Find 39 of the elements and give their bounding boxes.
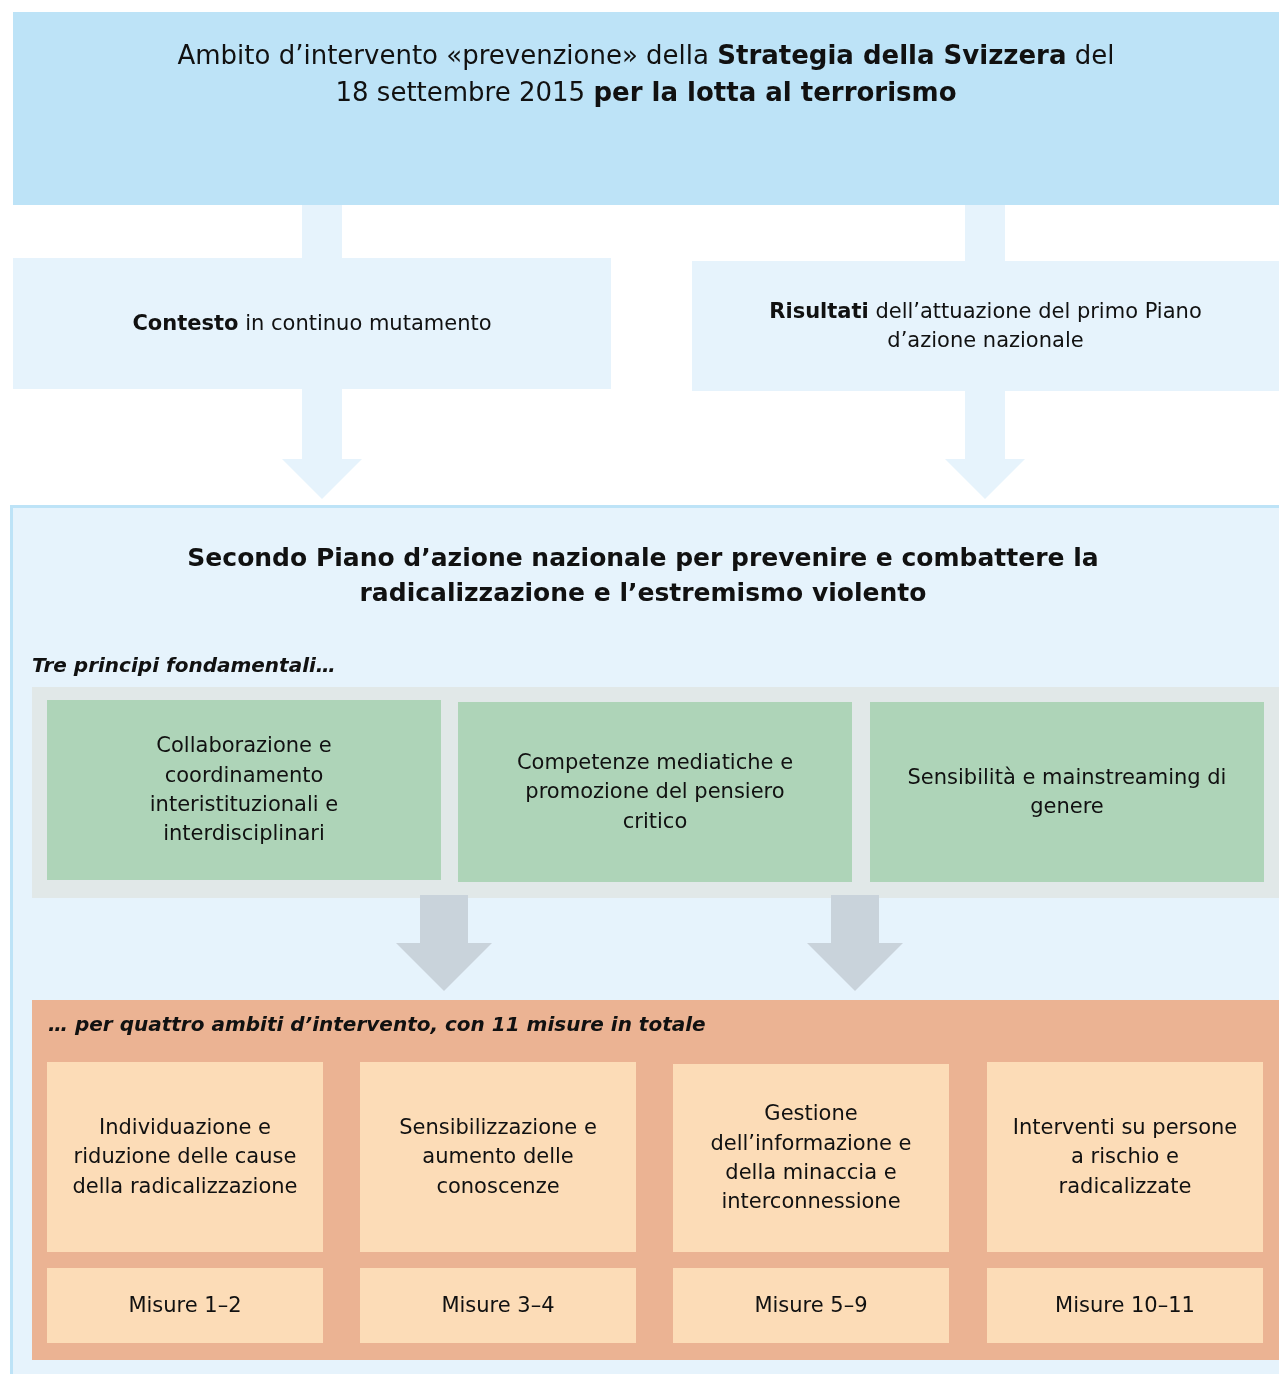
intervention-band: [32, 1000, 1279, 1360]
box-text: Sensibilità e mainstreaming di genere: [906, 763, 1228, 820]
box-text: Interventi su persone a rischio e radicalizzate: [1011, 1113, 1239, 1200]
banner-text: Ambito d’intervento «prevenzione» della Strategia della Svizzera del 18 settembre 2015 per la lotta al terrorismo: [176, 39, 1116, 109]
box-text: Contesto in continuo mutamento: [132, 309, 492, 337]
block-arrow: [396, 895, 492, 991]
field-box: [987, 1062, 1263, 1252]
action-plan-panel: [10, 505, 1279, 1374]
results-box: [692, 261, 1279, 391]
connector-band: [302, 205, 342, 258]
connector-band: [965, 205, 1005, 261]
box-text: Misure 1–2: [128, 1291, 242, 1319]
block-arrow: [282, 389, 362, 499]
box-text: Misure 3–4: [441, 1291, 555, 1319]
box-text: Sensibilizzazione e aumento delle conoscenze: [398, 1113, 598, 1200]
section-heading: … per quattro ambiti d’intervento, con 11 misure in totale: [47, 1011, 706, 1038]
principle-box: [870, 702, 1264, 882]
field-box: [673, 1064, 949, 1252]
box-text: Competenze mediatiche e promozione del pensiero critico: [515, 748, 795, 835]
measures-box: [987, 1268, 1263, 1343]
box-text: Risultati dell’attuazione del primo Piano d’azione nazionale: [768, 297, 1203, 354]
box-text: Collaborazione e coordinamento interistituzionali e interdisciplinari: [148, 732, 340, 848]
measures-box: [47, 1268, 323, 1343]
principle-box: [47, 700, 441, 880]
field-box: [47, 1062, 323, 1252]
box-text: Gestione dell’informazione e della minaccia e interconnessione: [709, 1100, 913, 1216]
field-box: [360, 1062, 636, 1252]
measures-box: [360, 1268, 636, 1343]
strategy-banner: [13, 12, 1279, 205]
block-arrow: [945, 391, 1025, 499]
panel-title: Secondo Piano d’azione nazionale per prevenire e combattere la radicalizzazione e l’estremismo violento: [186, 542, 1100, 609]
box-text: Individuazione e riduzione delle cause della radicalizzazione: [71, 1113, 299, 1200]
box-text: Misure 5–9: [754, 1291, 868, 1319]
section-heading: Tre principi fondamentali…: [32, 652, 336, 679]
block-arrow: [807, 895, 903, 991]
measures-box: [673, 1268, 949, 1343]
box-text: Misure 10–11: [1055, 1291, 1195, 1319]
principle-box: [458, 702, 852, 882]
context-box: [13, 258, 611, 389]
